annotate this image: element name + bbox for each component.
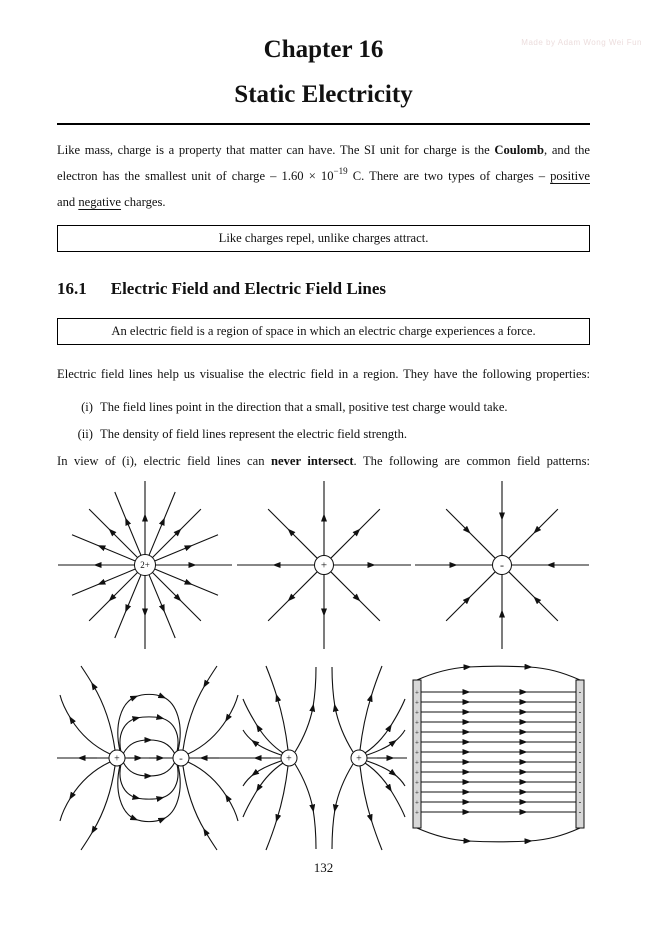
intro-line-1: Like mass, charge is a property that mat… [57,137,590,163]
diagram-point-charge-positive-canvas: + [236,481,411,649]
svg-text:-: - [579,707,582,716]
svg-text:-: - [579,727,582,736]
svg-text:+: + [415,698,419,706]
svg-text:-: - [579,807,582,816]
intro-text: and [57,195,79,209]
intro-text: C. There are two types of charges – [347,169,551,183]
svg-text:+: + [415,708,419,716]
svg-text:+: + [415,788,419,796]
diagram-point-charge-2plus: 2+ [57,476,233,654]
svg-text:+: + [114,753,120,764]
svg-text:2+: 2+ [140,560,150,570]
svg-text:-: - [500,558,504,572]
diagram-two-like-charges: ++ [241,663,407,853]
intro-text: charges. [121,195,166,209]
field-patterns-row-1: 2+ + - [57,476,590,654]
diagram-point-charge-positive: + [236,476,412,654]
svg-text:-: - [579,797,582,806]
field-patterns-row-2: +- ++ +-+-+-+-+-+-+-+-+-+-+-+-+- [57,660,590,855]
intro-line-2: electron has the smallest unit of charge… [57,163,590,189]
textbook-page: Made by Adam Wong Wei Fun Chapter 16 Sta… [0,36,647,951]
para-text: In view of (i), electric field lines can [57,454,272,468]
svg-text:+: + [415,738,419,746]
never-intersect-paragraph: In view of (i), electric field lines can… [57,448,590,474]
svg-text:+: + [415,758,419,766]
svg-text:+: + [356,753,362,764]
intro-text: electron has the smallest unit of charge… [57,169,334,183]
diagram-parallel-plates: + - + - + - + - + - + - + - + - + - + - + - + - + - [407,660,590,855]
svg-text:+: + [415,718,419,726]
diagram-point-charge-negative-canvas: - [415,481,589,649]
svg-text:+: + [415,688,419,696]
intro-text: , and the [544,143,591,157]
svg-text:+: + [415,748,419,756]
watermark-text: Made by Adam Wong Wei Fun [521,38,642,47]
svg-text:-: - [579,717,582,726]
diagram-point-charge-negative: - [414,476,590,654]
field-lines-paragraph: Electric field lines help us visualise t… [57,367,590,381]
para-text: . The following are common field pattern… [353,454,590,468]
intro-text: Like mass, charge is a property that mat… [57,143,495,157]
positive-underlined: positive [550,169,590,183]
diagram-dipole-unlike-charges: +- [57,663,241,853]
item-marker: (i) [81,400,93,414]
diagram-parallel-plates-canvas: + - + - + - + - + - + - + - + - + - + - + - + - + - [412,663,585,845]
svg-text:-: - [579,787,582,796]
item-marker: (ii) [77,427,93,441]
chapter-title: Static Electricity [234,81,413,108]
negative-underlined: negative [78,195,122,209]
svg-text:-: - [579,767,582,776]
diagram-dipole-unlike-charges-canvas: +- [57,665,241,850]
svg-text:-: - [579,757,582,766]
svg-text:-: - [579,777,582,786]
item-text: The field lines point in the direction t… [100,400,508,414]
exponent: −19 [333,166,348,176]
section-heading: 16.1 Electric Field and Electric Field Li… [57,279,590,299]
title-rule [57,123,590,125]
section-title: Electric Field and Electric Field Lines [110,279,387,298]
svg-text:+: + [415,808,419,816]
property-item-2: (ii) The density of field lines represent… [57,421,590,447]
svg-text:-: - [579,747,582,756]
svg-text:-: - [579,687,582,696]
svg-text:+: + [415,778,419,786]
property-item-1: (i) The field lines point in the directio… [57,394,590,420]
diagram-two-like-charges-canvas: ++ [241,665,407,850]
svg-text:-: - [179,752,183,764]
coulomb-bold: Coulomb [494,143,545,157]
definition-box-electric-field: An electric field is a region of space i… [57,318,590,345]
svg-text:+: + [415,798,419,806]
svg-text:-: - [579,697,582,706]
definition-box-charges: Like charges repel, unlike charges attra… [57,225,590,252]
svg-text:+: + [415,768,419,776]
svg-text:+: + [320,560,326,572]
page-number: 132 [313,860,334,875]
svg-text:-: - [579,737,582,746]
diagram-point-charge-2plus-canvas: 2+ [58,481,232,649]
item-text: The density of field lines represent the… [100,427,408,441]
svg-text:+: + [415,728,419,736]
never-intersect-bold: never intersect [271,454,354,468]
svg-text:+: + [286,753,292,764]
chapter-label: Chapter 16 [263,36,384,63]
section-number: 16.1 [57,279,87,298]
intro-line-3: and negative charges. [57,189,590,215]
